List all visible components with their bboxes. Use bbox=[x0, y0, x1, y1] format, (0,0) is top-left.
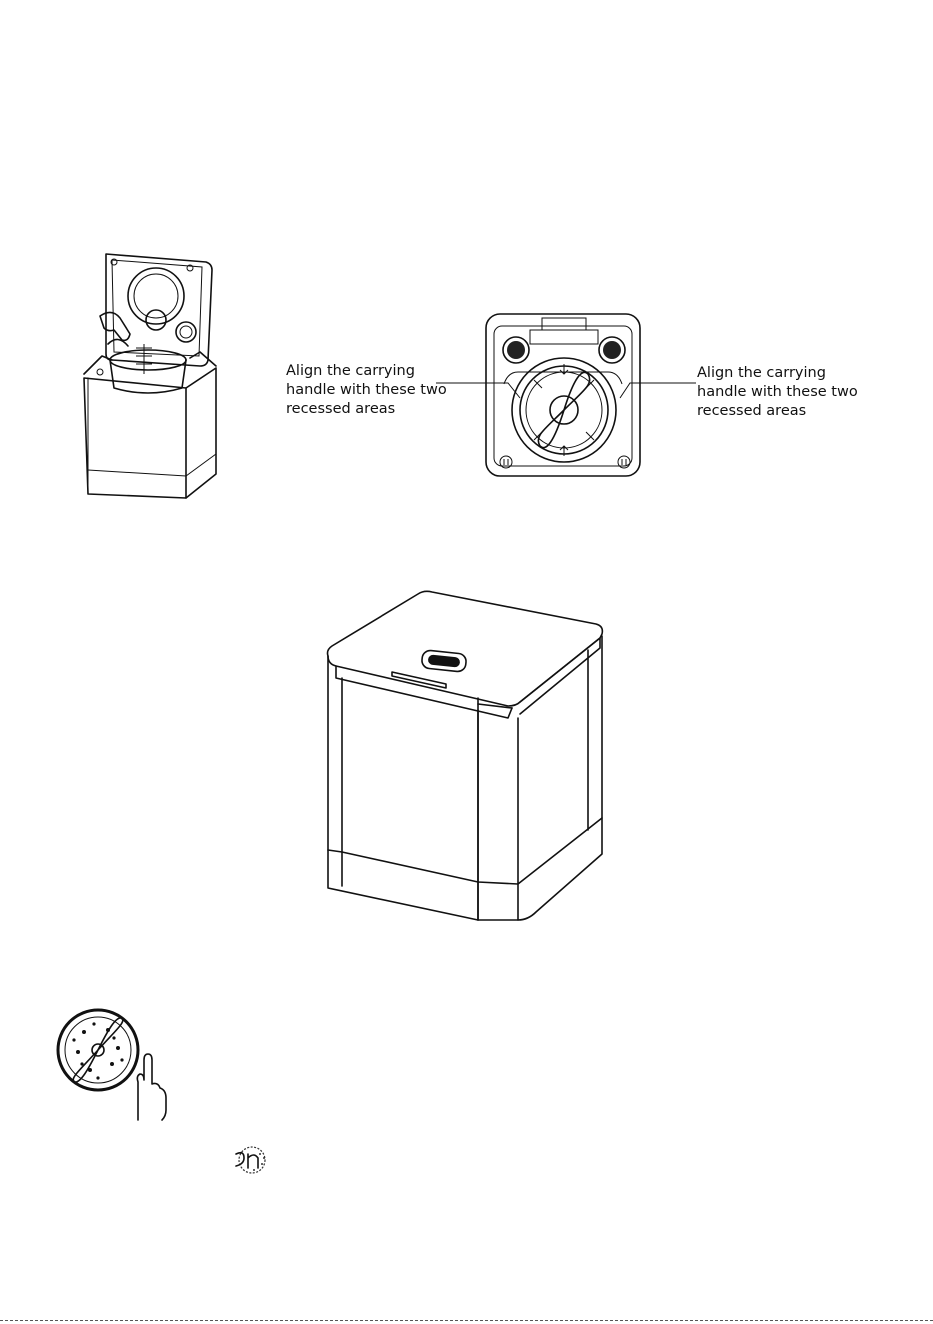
grinder-press-figure bbox=[54, 1008, 180, 1124]
open-appliance-icon bbox=[78, 248, 228, 504]
callout-right-text: Align the carrying handle with these two… bbox=[697, 364, 877, 421]
open-appliance-figure bbox=[78, 248, 228, 504]
closed-appliance-figure bbox=[322, 586, 612, 926]
grinder-disc-with-finger-icon bbox=[54, 1008, 180, 1124]
closed-appliance-icon bbox=[322, 586, 612, 926]
small-grinder-icon bbox=[232, 1144, 272, 1176]
appliance-top-view-icon bbox=[484, 310, 644, 480]
small-grinder-figure bbox=[232, 1144, 272, 1176]
top-view-figure bbox=[484, 310, 644, 480]
page-bottom-rule bbox=[0, 1320, 933, 1321]
callout-left-text: Align the carrying handle with these two… bbox=[286, 362, 456, 419]
